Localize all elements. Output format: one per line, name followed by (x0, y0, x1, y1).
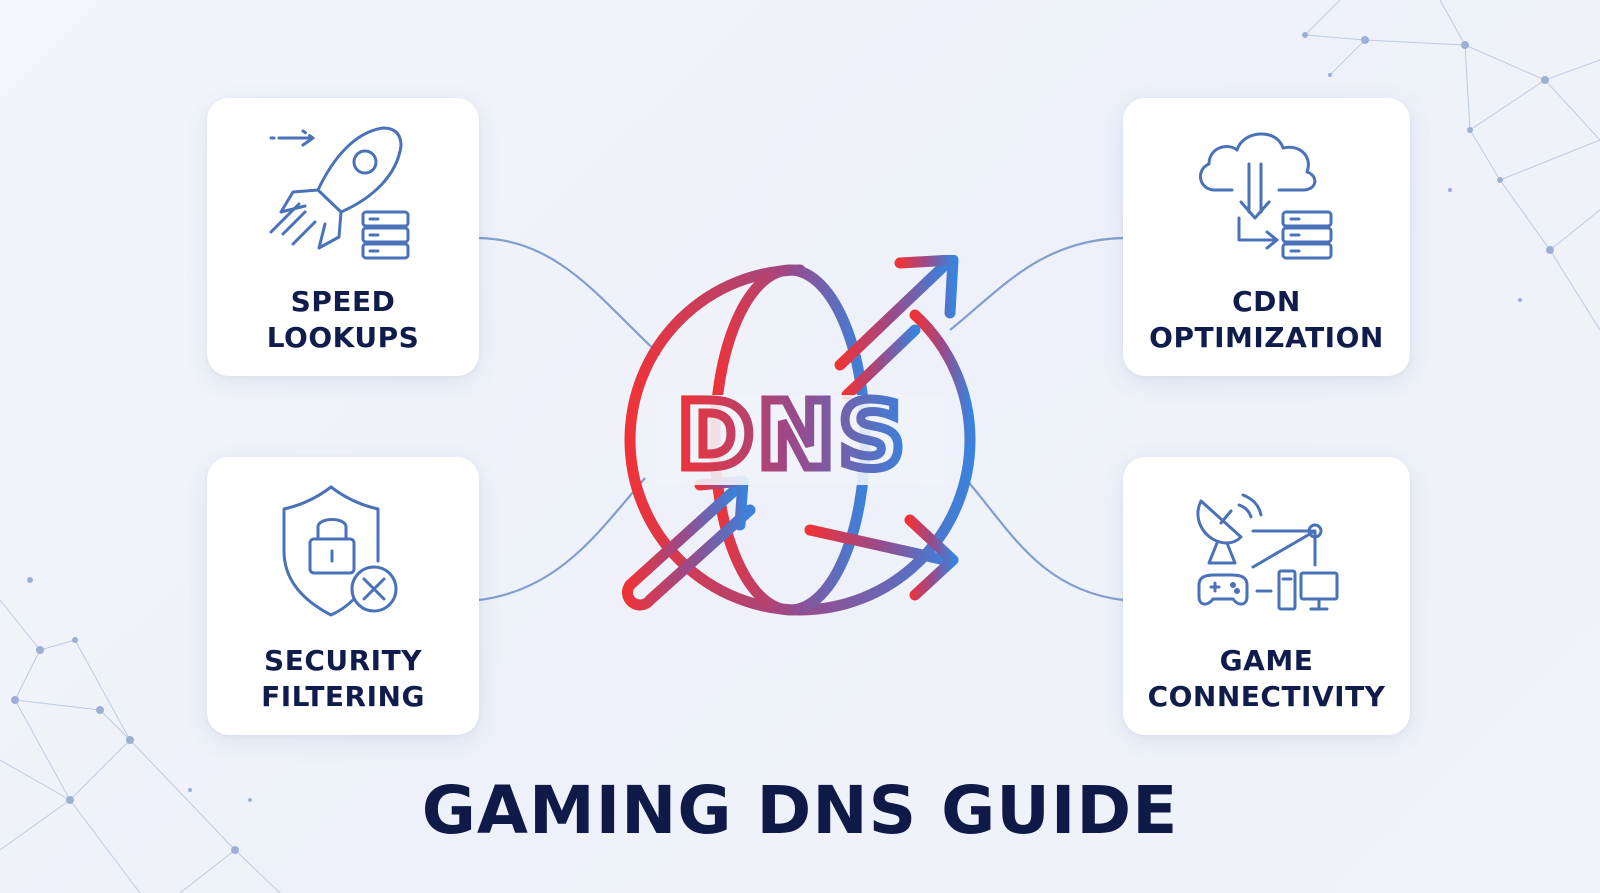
card-game-label: GAME CONNECTIVITY (1123, 643, 1410, 715)
shield-lock-icon (282, 485, 398, 617)
card-security-line2: FILTERING (261, 680, 425, 713)
connector-cdn (949, 236, 1124, 331)
card-cdn-line1: CDN (1232, 285, 1301, 318)
connector-game (964, 477, 1124, 602)
card-game-line2: CONNECTIVITY (1147, 680, 1386, 713)
card-cdn-label: CDN OPTIMIZATION (1123, 284, 1410, 356)
page-title: GAMING DNS GUIDE (421, 772, 1179, 849)
card-speed-line2: LOOKUPS (266, 321, 420, 354)
dns-label: DNS (677, 382, 909, 489)
card-game-connectivity: GAME CONNECTIVITY (1123, 457, 1410, 735)
card-cdn-line2: OPTIMIZATION (1149, 321, 1384, 354)
rocket-server-icon (269, 126, 410, 260)
card-speed-label: SPEED LOOKUPS (207, 284, 479, 356)
cloud-server-icon (1198, 132, 1332, 260)
card-cdn-optimization: CDN OPTIMIZATION (1123, 98, 1410, 376)
card-speed-line1: SPEED (290, 285, 396, 318)
card-security-line1: SECURITY (264, 644, 422, 677)
connector-security (478, 477, 646, 602)
satellite-controller-icon (1195, 493, 1338, 611)
dns-globe-icon: DNS (622, 255, 976, 616)
card-security-label: SECURITY FILTERING (207, 643, 479, 715)
card-security-filtering: SECURITY FILTERING (207, 457, 479, 735)
card-game-line1: GAME (1219, 644, 1314, 677)
card-speed-lookups: SPEED LOOKUPS (207, 98, 479, 376)
connector-speed (478, 236, 661, 356)
